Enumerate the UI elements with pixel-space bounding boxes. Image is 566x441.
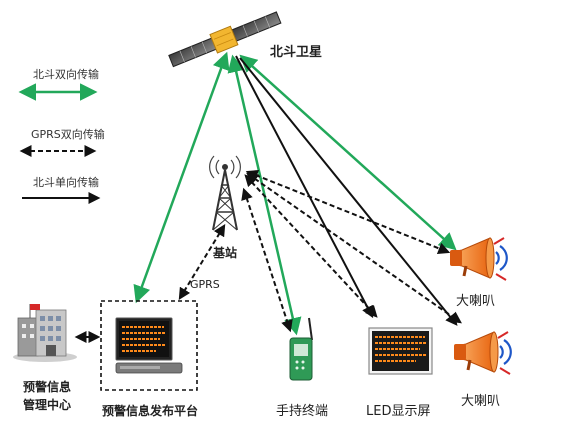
link-gprs-platform	[178, 223, 226, 301]
legend-gprs-bidirectional-label: GPRS双向传输	[31, 128, 105, 141]
mgmt-center-label-line1: 预警信息	[23, 380, 72, 394]
satellite-icon	[168, 11, 282, 68]
platform-box	[100, 300, 198, 391]
base-station-label: 基站	[213, 246, 238, 260]
satellite-label: 北斗卫星	[270, 45, 323, 60]
led-screen-icon	[368, 327, 433, 375]
legend-beidou-unidirectional-label: 北斗单向传输	[33, 176, 99, 189]
platform-label: 预警信息发布平台	[102, 404, 199, 418]
led-label: LED显示屏	[366, 404, 431, 419]
handheld-device-icon	[289, 317, 313, 381]
speaker2-label: 大喇叭	[461, 394, 501, 409]
loudspeaker-icon	[450, 237, 508, 281]
computer-icon	[115, 317, 183, 374]
link-satellite-platform	[133, 51, 230, 304]
legend	[18, 83, 101, 204]
mgmt-center-label-line2: 管理中心	[23, 398, 72, 412]
link-satellite-led	[235, 55, 374, 319]
link-satellite-speaker1	[239, 54, 457, 251]
legend-beidou-bidirectional-label: 北斗双向传输	[33, 68, 99, 81]
cell-tower-icon	[209, 155, 241, 231]
speaker1-label: 大喇叭	[456, 294, 496, 309]
handheld-label: 手持终端	[276, 404, 329, 419]
link-gprs-speaker1	[245, 169, 451, 255]
gprs-link-label: GPRS	[190, 278, 220, 291]
link-gprs-speaker2	[246, 172, 462, 324]
connections	[74, 51, 462, 343]
link-satellite-speaker2	[239, 57, 458, 326]
building-icon	[13, 304, 77, 362]
loudspeaker-icon	[454, 331, 512, 375]
